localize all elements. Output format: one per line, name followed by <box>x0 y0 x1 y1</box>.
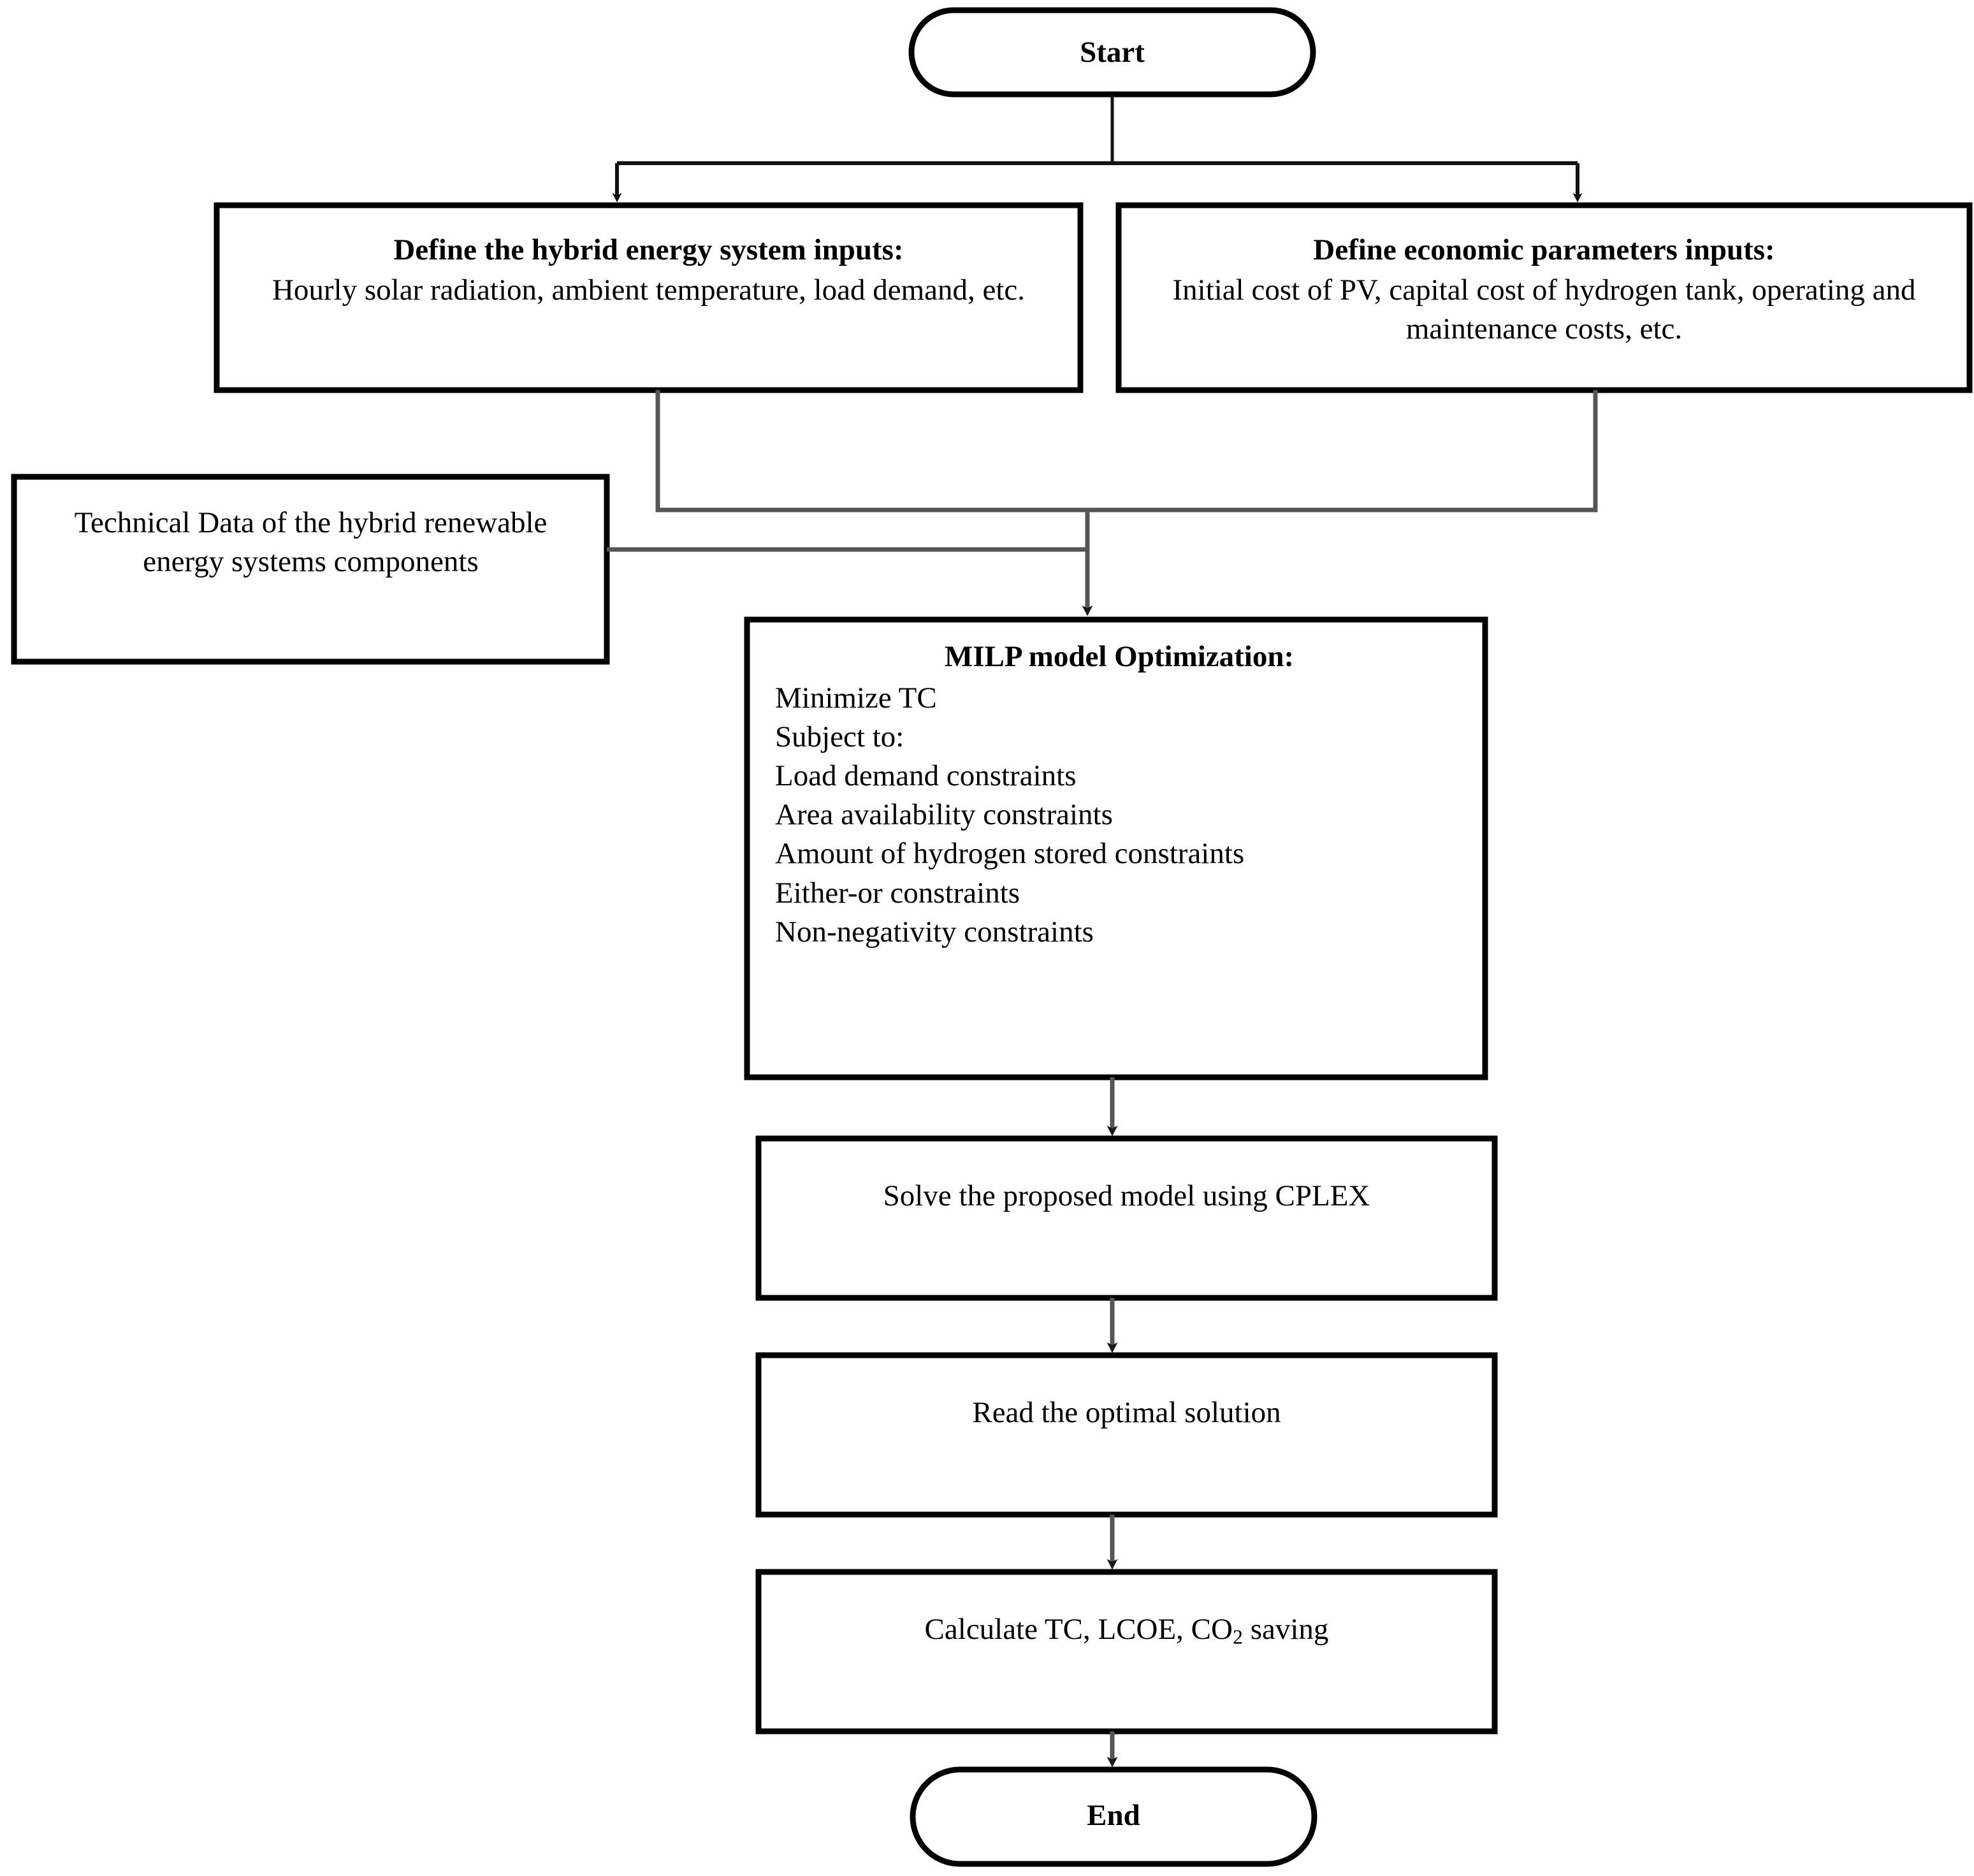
node-economic-inputs-text: Define economic parameters inputs: Initi… <box>1131 231 1957 349</box>
node-end-label: End <box>1087 1799 1140 1832</box>
node-hybrid-inputs-header: Define the hybrid energy system inputs: <box>393 233 904 266</box>
node-calculate-label-prefix: Calculate TC, LCOE, CO <box>924 1613 1233 1646</box>
edge-economic-inputs-to-milp <box>1087 390 1598 513</box>
node-calculate-label-suffix: saving <box>1242 1613 1329 1646</box>
node-hybrid-inputs-text: Define the hybrid energy system inputs: … <box>229 231 1068 310</box>
node-milp-text: MILP model Optimization: Minimize TC Sub… <box>775 637 1463 952</box>
node-technical-data-shape <box>11 474 610 665</box>
node-milp-line-2: Load demand constraints <box>775 759 1077 793</box>
node-read-label: Read the optimal solution <box>972 1396 1281 1429</box>
node-calculate-shape <box>755 1569 1498 1734</box>
node-milp-line-3: Area availability constraints <box>775 798 1113 832</box>
node-milp-line-0: Minimize TC <box>775 681 937 715</box>
node-milp-shape <box>744 616 1488 1080</box>
node-milp-line-4: Amount of hydrogen stored constraints <box>775 837 1245 871</box>
node-hybrid-inputs-body: Hourly solar radiation, ambient temperat… <box>272 273 1026 307</box>
node-economic-inputs-shape <box>1115 202 1973 393</box>
node-calculate-label: Calculate TC, LCOE, CO2 saving <box>771 1610 1482 1650</box>
node-hybrid-inputs-shape <box>214 202 1084 393</box>
node-start-label: Start <box>1080 36 1145 69</box>
node-milp-line-5: Either-or constraints <box>775 876 1020 910</box>
node-solve-label: Solve the proposed model using CPLEX <box>883 1179 1370 1212</box>
node-milp-line-6: Non-negativity constraints <box>775 915 1094 949</box>
node-read-shape <box>755 1352 1498 1518</box>
node-end-shape <box>910 1766 1317 1867</box>
node-calculate-label-sub: 2 <box>1232 1625 1243 1648</box>
node-solve-shape <box>755 1135 1498 1301</box>
node-economic-inputs-body: Initial cost of PV, capital cost of hydr… <box>1172 273 1916 346</box>
node-technical-data-label: Technical Data of the hybrid renewable e… <box>74 506 548 579</box>
node-milp-title: MILP model Optimization: <box>944 640 1295 673</box>
edge-hybrid-inputs-to-milp <box>655 390 1087 513</box>
node-milp-line-1: Subject to: <box>775 720 904 754</box>
node-economic-inputs-header: Define economic parameters inputs: <box>1313 233 1775 266</box>
